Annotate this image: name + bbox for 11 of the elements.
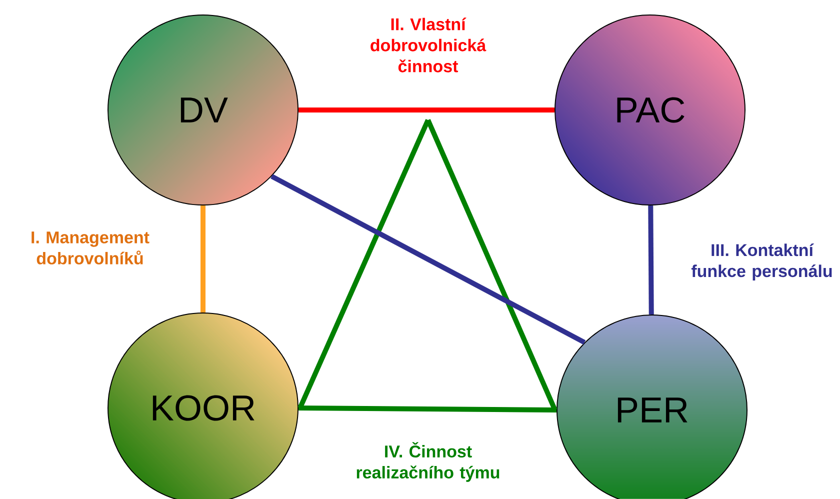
connector-line [648, 205, 654, 315]
edge-label: IV. Činnost realizačního týmu [356, 442, 500, 482]
connector-line [270, 174, 586, 345]
circle-node: PAC [554, 14, 746, 206]
connector-line [298, 406, 557, 412]
circle-node: DV [108, 14, 298, 206]
edge-label: III. Kontaktní funkce personálu [691, 244, 832, 280]
edge-label: II. Vlastní dobrovolnická činnost [370, 18, 486, 72]
edge-label: I. Management dobrovolníků [32, 232, 150, 264]
connector-line [200, 206, 206, 312]
connector-line [298, 108, 554, 112]
